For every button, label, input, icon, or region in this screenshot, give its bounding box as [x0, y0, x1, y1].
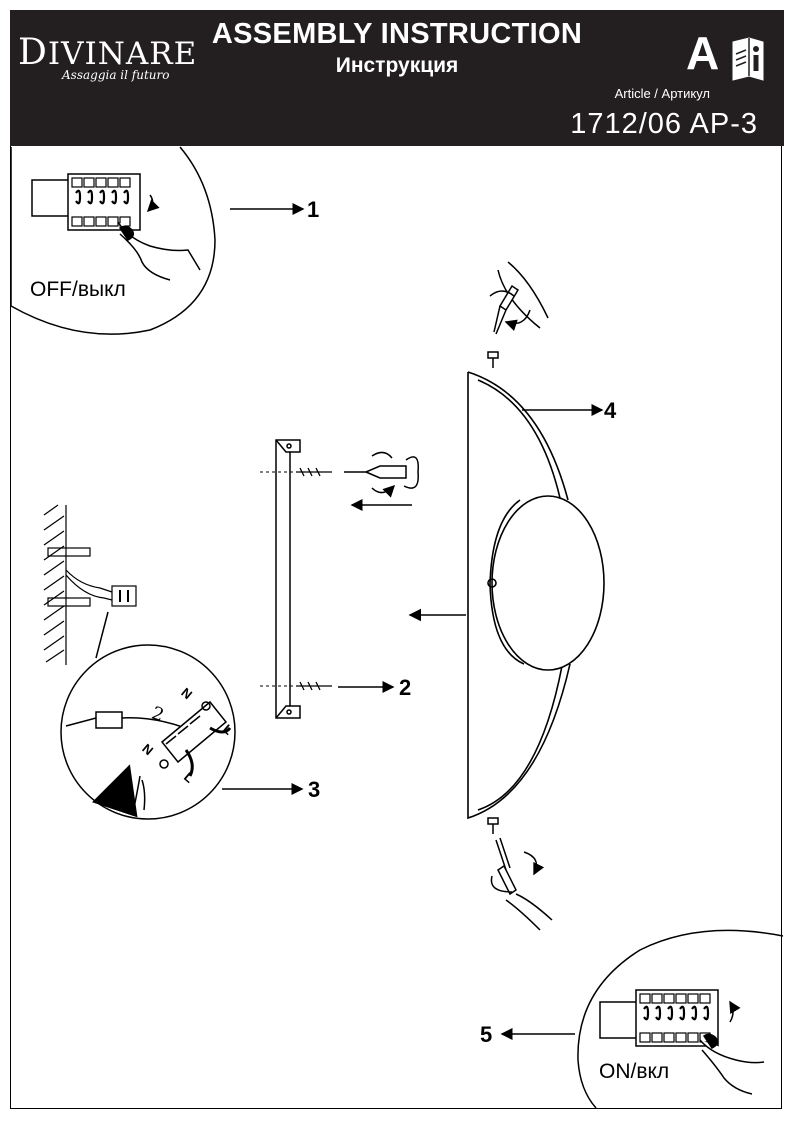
switch-off-panel — [10, 146, 216, 335]
brand-logo: DIVINARE — [18, 32, 198, 73]
on-state-label: ON/вкл — [599, 1060, 670, 1083]
article-label: Article / Артикул — [614, 86, 710, 101]
step-5-label: 5 — [480, 1022, 493, 1047]
header-bar: DIVINARE Assaggia il futuro ASSEMBLY INS… — [10, 10, 784, 146]
brand-tagline: Assaggia il futuro — [62, 68, 170, 82]
off-state-label: OFF/выкл — [30, 278, 126, 301]
screwdriver-top-bracket — [344, 451, 419, 511]
screwdriver-top — [487, 261, 549, 368]
wiring-detail-circle — [60, 611, 236, 820]
screwdriver-bottom — [487, 817, 553, 931]
article-number: 1712/06 AP-3 — [570, 108, 758, 140]
step-3-label: 3 — [308, 777, 321, 802]
step-2-label: 2 — [399, 675, 412, 700]
step-4-label: 4 — [604, 398, 617, 423]
title-english: ASSEMBLY INSTRUCTION — [211, 18, 583, 50]
language-badge: A — [686, 27, 720, 79]
book-info-icon — [732, 37, 764, 81]
mounting-bracket — [260, 439, 332, 719]
wall-section — [43, 504, 137, 665]
switch-on-panel — [577, 929, 784, 1109]
step-1-label: 1 — [307, 197, 320, 222]
wall-lamp — [408, 371, 605, 820]
title-russian: Инструкция — [335, 54, 459, 77]
instruction-frame — [10, 146, 782, 1109]
